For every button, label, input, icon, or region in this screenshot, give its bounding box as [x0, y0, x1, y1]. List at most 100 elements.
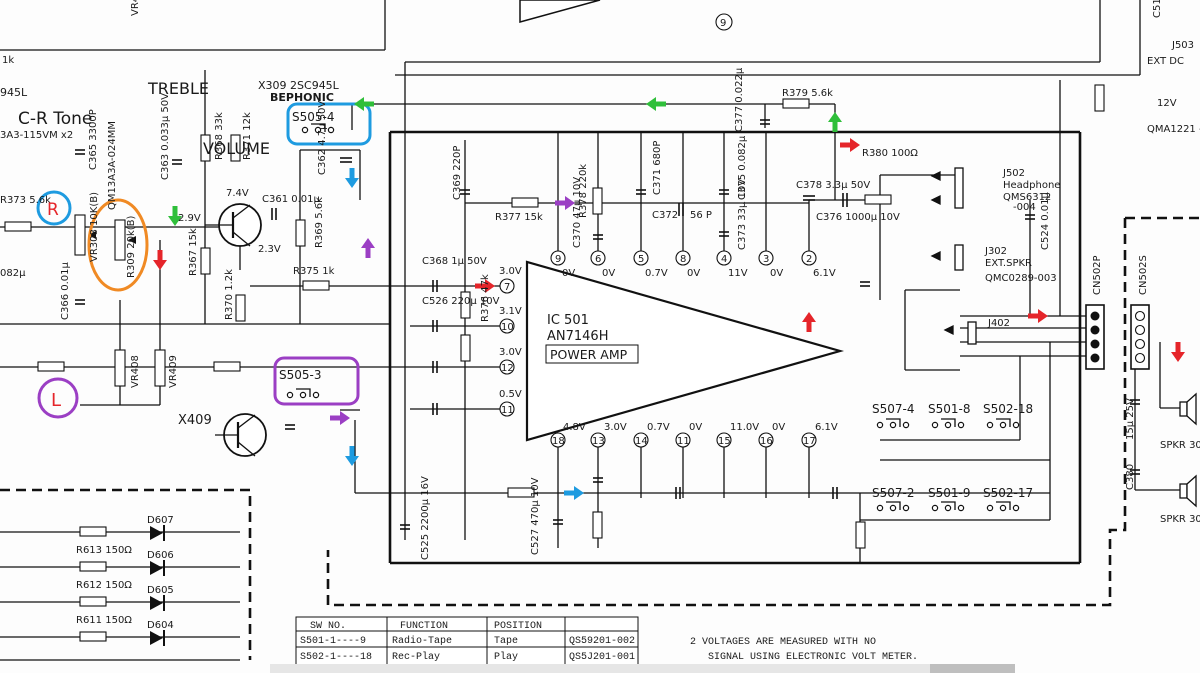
label-j502-name: Headphone	[1003, 180, 1060, 191]
ic-pin-bottom-volt: 0.7V	[647, 422, 670, 433]
table-header-swno: SW NO.	[310, 621, 346, 632]
label-vr308: VR308 10K(B)	[89, 192, 100, 262]
table-cell-r0c2: Tape	[494, 636, 518, 647]
resistor-r611	[79, 596, 107, 607]
signal-arrow	[168, 206, 182, 226]
signal-arrow	[840, 138, 860, 152]
ic-pin-top-volt: 11V	[728, 268, 748, 279]
label-vr408: VR408	[130, 355, 141, 388]
resistor-r380	[864, 194, 892, 205]
label-r375: R375 1k	[293, 266, 335, 277]
table-cell-r0c1: Radio-Tape	[392, 635, 452, 647]
resistor-switch	[855, 521, 866, 549]
label-r373: R373 5.6k	[0, 195, 51, 206]
switch-table: SW NO. FUNCTION POSITION S501-1----9 Rad…	[295, 616, 639, 666]
pot-r309	[114, 219, 126, 261]
label-bephonic: BEPHONIC	[270, 91, 334, 104]
resistor-r367	[200, 247, 211, 275]
channel-l-mark	[37, 377, 79, 419]
label-s502-17: S502-17	[983, 486, 1033, 500]
label-r612: R612 150Ω	[76, 580, 132, 591]
label-j302: J302	[984, 246, 1007, 257]
label-partial-vr: VR4	[130, 0, 141, 16]
label-j402: J402	[987, 318, 1010, 329]
label-c372-val: 56 P	[690, 210, 712, 221]
switch-contact	[301, 126, 309, 134]
switch-contact	[327, 126, 335, 134]
switch-contact	[957, 504, 965, 512]
resistor-r377	[511, 197, 539, 208]
ic-pin-bottom-volt: 4.8V	[563, 422, 586, 433]
highlight-s505-4	[286, 102, 372, 146]
label-v23: 2.3V	[258, 244, 281, 255]
ic-pin-left	[499, 278, 515, 294]
ic-pin-top	[716, 250, 732, 266]
resistor-r379	[782, 98, 810, 109]
ic-pin-left-num: 12	[501, 363, 514, 374]
switch-contact	[1012, 421, 1020, 429]
label-c371: C371 680P	[652, 141, 663, 195]
switch-contact	[931, 421, 939, 429]
label-s507-4: S507-4	[872, 402, 915, 416]
capacitors	[75, 119, 1140, 530]
ic-pin-bottom-num: 11	[677, 436, 690, 447]
label-s507-2: S507-2	[872, 486, 915, 500]
signal-arrow	[646, 97, 666, 111]
label-s502-18: S502-18	[983, 402, 1033, 416]
signal-arrow	[1028, 309, 1048, 323]
ic-pin-top-volt: 0V	[602, 268, 615, 279]
label-c366: C366 0.01μ	[60, 261, 71, 320]
signal-arrow	[475, 279, 495, 293]
switch-contact	[986, 504, 994, 512]
label-r378: R378 220k	[578, 164, 589, 218]
resistor-r378	[592, 187, 603, 215]
switch-contact	[902, 504, 910, 512]
label-r379: R379 5.6k	[782, 88, 833, 99]
label-x309: X309 2SC945L	[258, 79, 340, 92]
ic-pin-left-volt: 3.0V	[499, 266, 522, 277]
label-s505-3: S505-3	[279, 368, 322, 382]
channel-r-text: R	[47, 200, 59, 220]
ic-pin-bottom	[590, 432, 606, 448]
label-v74: 7.4V	[226, 188, 249, 199]
label-partial-082: 082μ	[0, 268, 26, 279]
label-qm: QM13A3A-024MM	[107, 121, 118, 210]
ic-pin-bottom-num: 15	[718, 436, 731, 447]
label-c361: C361 0.01μ	[262, 194, 321, 205]
ic-pin-bottom-num: 14	[635, 436, 648, 447]
table-cell-r1c3: QS5J201-001	[569, 652, 635, 663]
signal-arrow	[564, 486, 584, 500]
signal-arrow	[1171, 342, 1185, 362]
label-j502: J502	[1002, 168, 1025, 179]
resistor-r610	[79, 631, 107, 642]
label-c15: 15μ 25V	[1125, 398, 1136, 440]
label-r613: R613 150Ω	[76, 545, 132, 556]
channel-l-text: L	[51, 390, 61, 411]
label-cr-tone: C-R Tone	[18, 109, 92, 129]
ic-pin-top-num: 2	[806, 254, 812, 265]
pot-vr408	[114, 349, 126, 387]
ic-pin-left-volt: 3.1V	[499, 306, 522, 317]
table-cell-r1c2: Play	[494, 651, 518, 663]
label-j502-part: QMS6312	[1003, 192, 1051, 203]
ic-pin-left-num: 11	[501, 405, 514, 416]
potentiometers	[74, 214, 166, 387]
board-boundaries	[0, 216, 1200, 660]
label-r611: R611 150Ω	[76, 615, 132, 626]
bottom-strip	[270, 664, 930, 673]
label-r376: R376 47k	[480, 274, 491, 322]
label-c368: C368 1μ 50V	[422, 256, 487, 267]
ic-pin-top-num: 6	[595, 254, 601, 265]
label-cn502s: CN502S	[1138, 255, 1149, 295]
switch-contact	[902, 421, 910, 429]
resistor-r369	[295, 219, 306, 247]
label-c527: C527 470μ 10V	[530, 477, 541, 555]
label-qma: QMA1221 - 0	[1147, 124, 1200, 135]
ic-pin-bottom-volt: 3.0V	[604, 422, 627, 433]
ic-pin-bottom-num: 18	[552, 436, 565, 447]
ic-pin-top-num: 4	[721, 254, 727, 265]
resistor-r612	[79, 561, 107, 572]
ic-pin-bottom-num: 16	[760, 436, 773, 447]
label-r309: R309 20k(B)	[126, 216, 137, 278]
label-c376: C376 1000μ 10V	[816, 212, 900, 223]
